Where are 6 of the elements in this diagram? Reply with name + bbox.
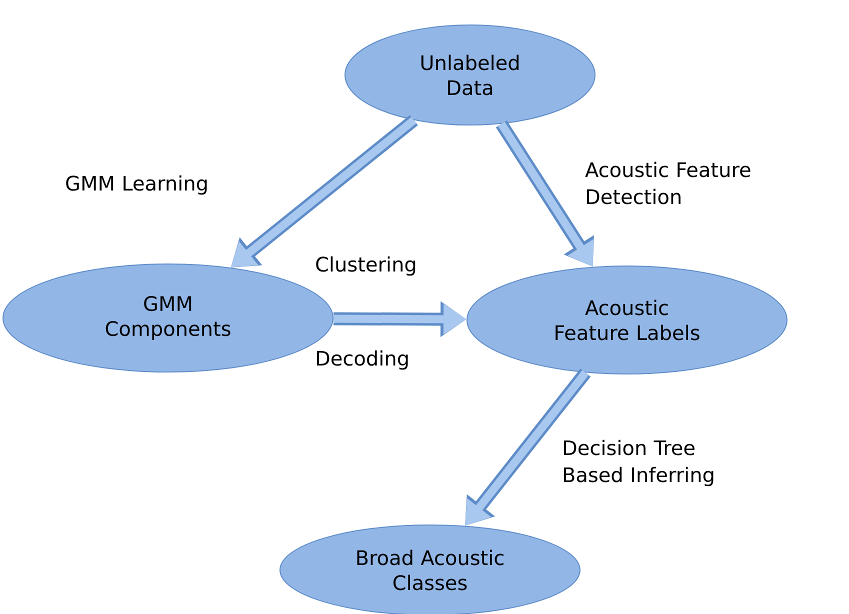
ellipse-node: Broad Acoustic Classes <box>280 524 580 614</box>
ellipse-node: Unlabeled Data <box>344 24 596 126</box>
edge-label: Decision Tree Based Inferring <box>564 440 714 486</box>
edge-label: GMM Learning <box>66 175 207 195</box>
edge-label: Acoustic Feature Detection <box>585 162 750 204</box>
ellipse-node: Acoustic Feature Labels <box>466 266 788 374</box>
